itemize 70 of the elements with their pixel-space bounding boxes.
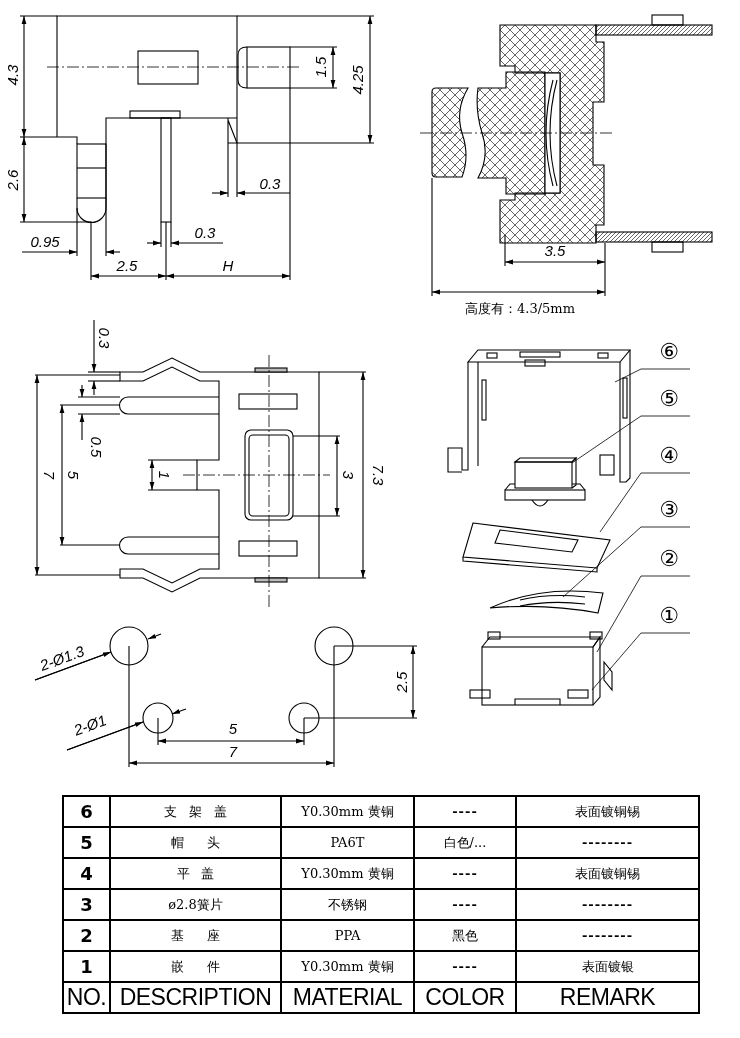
dimension-label: 2.5: [393, 671, 409, 693]
header-cell: NO.: [63, 982, 110, 1013]
callout-number: ④: [648, 443, 690, 473]
dimension-label: 3: [340, 470, 356, 480]
table-cell: 支架盖: [110, 796, 281, 827]
dimension-label: 2.5: [116, 257, 138, 273]
table-cell: 1: [63, 951, 110, 982]
table-cell: 嵌件: [110, 951, 281, 982]
table-cell: 基座: [110, 920, 281, 951]
table-cell: ----: [414, 858, 516, 889]
callout-number: ②: [648, 546, 690, 576]
table-cell: 4: [63, 858, 110, 889]
header-cell: MATERIAL: [281, 982, 414, 1013]
table-cell: --------: [516, 827, 699, 858]
table-cell: Y0.30mm 黄铜: [281, 796, 414, 827]
callout-number: ⑥: [648, 339, 690, 369]
leader-line: [596, 575, 691, 653]
dimension-label: 2.6: [4, 169, 20, 191]
note-text: 高度有：4.3/5mm: [465, 301, 575, 315]
table-cell: 白色/...: [414, 827, 516, 858]
table-cell: 5: [63, 827, 110, 858]
table-cell: 2: [63, 920, 110, 951]
callout-number: ①: [648, 603, 690, 633]
dimension-label: 0.3: [259, 175, 281, 191]
table-cell: ø2.8簧片: [110, 889, 281, 920]
callout-number: ③: [648, 497, 690, 527]
table-cell: --------: [516, 920, 699, 951]
dimension-label: 2-Ø1.3: [37, 643, 87, 673]
table-cell: 6: [63, 796, 110, 827]
table-cell: 黑色: [414, 920, 516, 951]
dimension-label: 5: [228, 720, 238, 736]
dimension-label: 7: [41, 470, 57, 480]
dimension-label: 3.5: [544, 242, 566, 258]
dimension-label: H: [222, 257, 234, 273]
dimension-label: 2-Ø1: [71, 712, 109, 738]
table-cell: 3: [63, 889, 110, 920]
table-cell: 帽头: [110, 827, 281, 858]
leader-line: [599, 472, 691, 533]
table-cell: PPA: [281, 920, 414, 951]
table-cell: 表面镀铜锡: [516, 796, 699, 827]
header-cell: REMARK: [516, 982, 699, 1013]
leader-line: [571, 415, 691, 464]
table-cell: Y0.30mm 黄铜: [281, 951, 414, 982]
dimension-label: 7.3: [370, 464, 386, 486]
table-cell: PA6T: [281, 827, 414, 858]
dimension-label: 4.3: [4, 64, 20, 86]
leader-line: [614, 368, 691, 383]
dimension-label: 0.95: [30, 233, 60, 249]
table-cell: 表面镀铜锡: [516, 858, 699, 889]
dimension-label: 0.3: [194, 224, 216, 240]
dimension-label: 4.25: [349, 65, 365, 95]
header-cell: DESCRIPTION: [110, 982, 281, 1013]
table-cell: ----: [414, 889, 516, 920]
leader-line: [562, 526, 691, 598]
header-cell: COLOR: [414, 982, 516, 1013]
dimension-label: 0.3: [96, 327, 112, 349]
dimension-label: 0.5: [88, 436, 104, 458]
callout-number: ⑤: [648, 386, 690, 416]
dimension-label: 1.5: [312, 56, 328, 78]
table-cell: ----: [414, 951, 516, 982]
table-cell: Y0.30mm 黄铜: [281, 858, 414, 889]
table-cell: 表面镀银: [516, 951, 699, 982]
table-cell: ----: [414, 796, 516, 827]
dimension-label: 1: [156, 470, 172, 480]
leader-line: [591, 632, 691, 691]
dimension-label: 5: [65, 470, 81, 480]
table-cell: 不锈钢: [281, 889, 414, 920]
dimension-label: 7: [228, 743, 238, 759]
table-cell: --------: [516, 889, 699, 920]
table-cell: 平盖: [110, 858, 281, 889]
